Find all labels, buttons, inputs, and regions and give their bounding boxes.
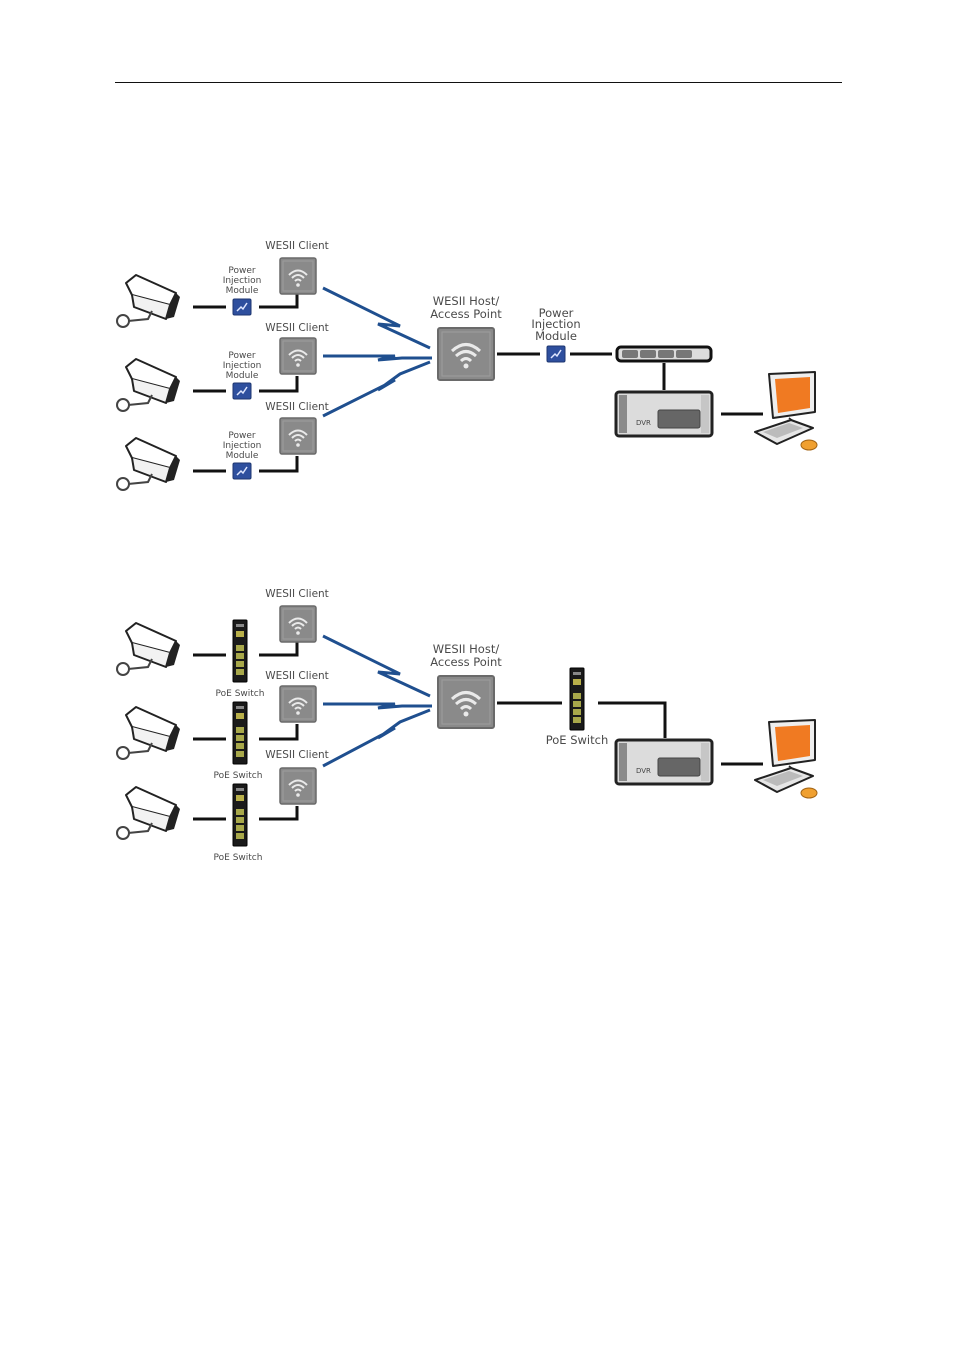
pim-label-line: Injection	[223, 361, 262, 371]
pim-label-line: Module	[226, 451, 259, 461]
pim-label-line: Module	[226, 286, 259, 296]
camera-icon	[116, 622, 181, 676]
wireless-link-1	[322, 286, 431, 350]
camera-row-1: PoE Switch WESII Client	[116, 588, 329, 699]
poe-switch-label: PoE Switch	[214, 853, 263, 863]
wired-link	[259, 456, 299, 473]
client-label: WESII Client	[265, 240, 329, 252]
pim-label-line: Injection	[223, 441, 262, 451]
client-label: WESII Client	[265, 588, 329, 600]
wesii-client-radio-icon	[279, 767, 317, 805]
wesii-host-access-point-icon	[436, 674, 496, 730]
pim-label-line: Injection	[223, 276, 262, 286]
dvr-icon	[614, 390, 714, 438]
camera-icon	[116, 358, 181, 412]
pim-label-line: Power	[539, 306, 574, 320]
power-injection-module-icon	[232, 298, 252, 316]
wesii-host-access-point-icon	[436, 326, 496, 382]
client-label: WESII Client	[265, 322, 329, 334]
wireless-links	[322, 634, 432, 768]
wesii-client-radio-icon	[279, 257, 317, 295]
dvr-device: DVR	[614, 738, 714, 786]
wireless-link-3	[322, 708, 431, 768]
camera-icon	[116, 786, 181, 840]
camera-row-2: PoE Switch WESII Client	[116, 670, 329, 781]
dvr-icon	[614, 738, 714, 786]
host-label-line: Access Point	[430, 307, 502, 321]
client-label: WESII Client	[265, 401, 329, 413]
poe-switch-icon	[569, 667, 585, 731]
network-switch-icon	[615, 345, 713, 363]
client-label: WESII Client	[265, 749, 329, 761]
wireless-link-2	[323, 702, 432, 710]
host-label-line: Access Point	[430, 655, 502, 669]
header-rule	[115, 82, 842, 83]
wesii-client-radio-icon	[279, 685, 317, 723]
wired-link	[259, 724, 299, 741]
camera-row-3: PoE Switch WESII Client	[116, 749, 329, 863]
host-label-line: WESII Host/	[433, 294, 500, 308]
poe-switch-icon	[232, 619, 248, 683]
power-injection-module-icon	[546, 345, 566, 363]
camera-row-1: Power Injection Module WESII Client	[116, 240, 329, 328]
computer-workstation-icon	[754, 719, 818, 799]
wired-link	[598, 701, 667, 738]
poe-switch-label: PoE Switch	[546, 733, 609, 747]
pim-label-line: Power	[228, 431, 256, 441]
pim-label-line: Module	[226, 371, 259, 381]
camera-icon	[116, 706, 181, 760]
pim-label-line: Injection	[531, 317, 580, 331]
diagram-power-injection: Power Injection Module WESII Client Powe…	[116, 240, 818, 491]
poe-switch-label: PoE Switch	[214, 771, 263, 781]
power-injection-module-icon	[232, 382, 252, 400]
wireless-link-2	[323, 354, 432, 362]
poe-switch-label: PoE Switch	[216, 689, 265, 699]
pim-label-line: Power	[228, 351, 256, 361]
wired-link	[259, 642, 299, 657]
wesii-client-radio-icon	[279, 605, 317, 643]
wireless-links	[322, 286, 432, 418]
pim-label-line: Power	[228, 266, 256, 276]
dvr-label: DVR	[636, 419, 651, 427]
poe-switch-icon	[232, 701, 248, 765]
client-label: WESII Client	[265, 670, 329, 682]
wired-link	[259, 376, 299, 393]
camera-row-3: Power Injection Module WESII Client	[116, 401, 329, 491]
camera-icon	[116, 274, 181, 328]
wireless-link-1	[322, 634, 431, 698]
computer-workstation-icon	[754, 371, 818, 451]
wesii-client-radio-icon	[279, 417, 317, 455]
camera-row-2: Power Injection Module WESII Client	[116, 322, 329, 412]
poe-switch-icon	[232, 783, 248, 847]
dvr-label: DVR	[636, 767, 651, 775]
wireless-link-3	[322, 360, 431, 418]
host-label-line: WESII Host/	[433, 642, 500, 656]
wesii-client-radio-icon	[279, 337, 317, 375]
power-injection-module-icon	[232, 462, 252, 480]
diagram-poe-switch: PoE Switch WESII Client PoE Switch WESII…	[116, 588, 818, 863]
pim-label-line: Module	[535, 329, 577, 343]
dvr-device: DVR	[614, 390, 714, 438]
camera-icon	[116, 437, 181, 491]
wired-link	[259, 806, 299, 821]
wired-link	[259, 294, 299, 309]
